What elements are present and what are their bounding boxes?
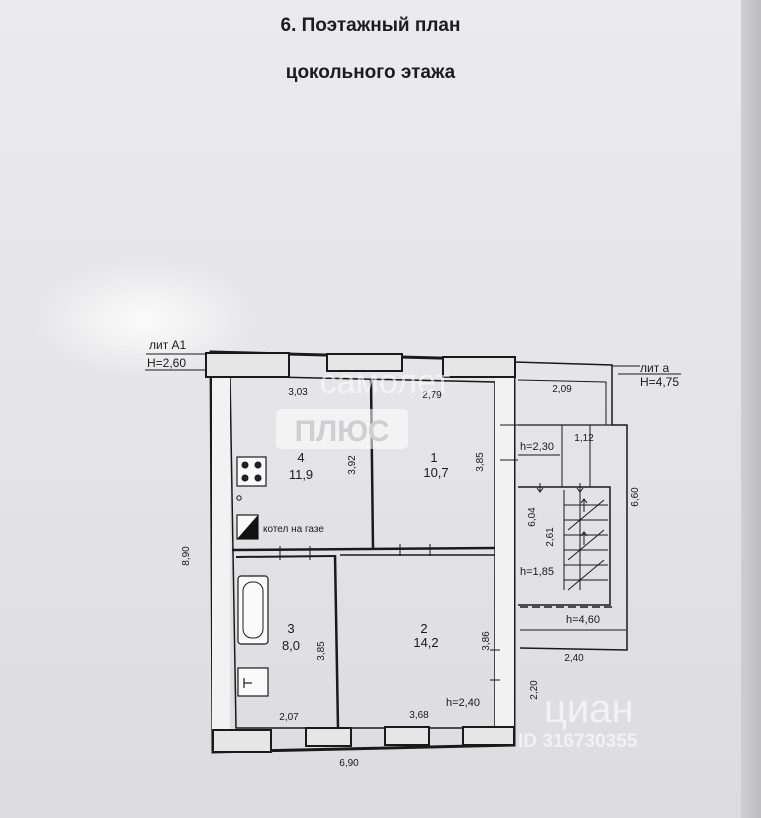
- dim-209: 2,09: [552, 384, 572, 395]
- annex-outer: [513, 361, 628, 651]
- stove-icon: [236, 456, 267, 487]
- label-h-a: Н=4,75: [640, 375, 679, 389]
- sink-icon: [237, 667, 269, 697]
- partition-v-top: [369, 379, 375, 549]
- dim-240: 2,40: [564, 653, 584, 664]
- room-3-number: 3: [287, 621, 294, 636]
- dim-660: 6,60: [630, 487, 641, 507]
- dim-368: 3,68: [409, 710, 429, 721]
- room-3-area: 8,0: [282, 638, 300, 653]
- left-wall: [212, 354, 230, 752]
- dim-604: 6,04: [527, 507, 538, 527]
- height-185: h=1,85: [520, 566, 554, 578]
- annex-stair-room: [518, 486, 611, 606]
- room-1-number: 1: [430, 450, 437, 465]
- room-4-area: 11,9: [289, 467, 313, 482]
- right-wall: [495, 362, 514, 746]
- label-h-a1: Н=2,60: [147, 356, 186, 370]
- dim-303: 3,03: [288, 387, 308, 398]
- height-240: h=2,40: [446, 697, 480, 709]
- dim-690: 6,90: [339, 758, 359, 769]
- room-2-number: 2: [420, 621, 427, 636]
- dim-279: 2,79: [422, 390, 442, 401]
- dim-385-b: 3,85: [316, 641, 327, 661]
- partition-h-3: [235, 555, 335, 558]
- dim-385-a: 3,85: [475, 452, 486, 472]
- height-230: h=2,30: [520, 441, 554, 453]
- window-bottom-1: [305, 727, 352, 747]
- dim-220: 2,20: [529, 680, 540, 700]
- room-4-number: 4: [297, 450, 304, 465]
- watermark-plus: ПЛЮС: [295, 415, 390, 448]
- watermark-plus-box: [276, 409, 408, 449]
- dim-386: 3,86: [481, 631, 492, 651]
- annex-inner: [517, 379, 607, 425]
- window-top-3: [442, 356, 516, 378]
- window-bottom-2: [384, 726, 430, 746]
- bathtub-icon: [237, 575, 269, 645]
- room-2-area: 14,2: [413, 635, 438, 650]
- sheet-edge: [741, 0, 761, 818]
- partition-h: [231, 546, 496, 552]
- plan-title-line2: цокольного этажа: [285, 62, 456, 83]
- height-460: h=4,60: [566, 614, 600, 626]
- dim-112: 1,12: [574, 433, 594, 444]
- watermark-cian: циан: [544, 687, 634, 731]
- room-1-area: 10,7: [423, 465, 448, 480]
- plan-title-line1: 6. Поэтажный план: [280, 15, 461, 36]
- dim-261: 2,61: [545, 527, 556, 547]
- label-lit-a1: лит А1: [149, 338, 187, 352]
- dim-890: 8,90: [181, 546, 192, 566]
- wall-block-bl: [212, 729, 272, 753]
- wall-block-br: [462, 726, 515, 746]
- window-top-4: [205, 352, 290, 378]
- watermark-samolet: самолет: [320, 363, 451, 401]
- boiler-label: котел на газе: [263, 524, 324, 535]
- dim-392: 3,92: [347, 455, 358, 475]
- window-top-2: [326, 353, 403, 372]
- label-lit-a: лит а: [640, 361, 670, 375]
- dim-207: 2,07: [279, 712, 299, 723]
- staircase: [563, 490, 608, 591]
- watermark-id: ID 316730355: [518, 731, 638, 752]
- partition-v-bottom: [333, 554, 340, 729]
